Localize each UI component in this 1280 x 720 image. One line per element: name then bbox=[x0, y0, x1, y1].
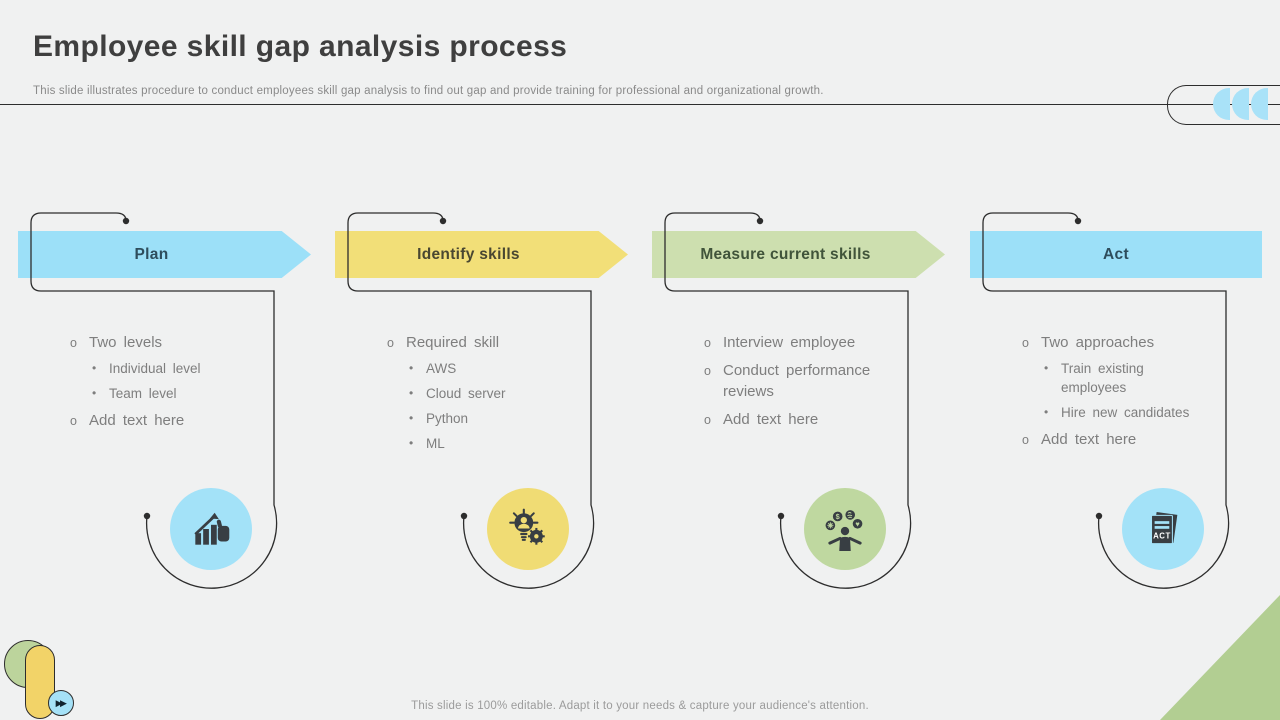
list-item: Add text here bbox=[70, 410, 248, 431]
bullet-icon bbox=[387, 332, 406, 353]
step-bullet-list: Two approaches Train existing employees … bbox=[1022, 332, 1200, 457]
step-icon-badge: $ ♥ bbox=[804, 488, 886, 570]
list-item: Two levels bbox=[70, 332, 248, 353]
list-item: Two approaches bbox=[1022, 332, 1200, 353]
list-item: Conduct performance reviews bbox=[704, 360, 882, 402]
bullet-icon bbox=[1022, 332, 1041, 353]
page-title: Employee skill gap analysis process bbox=[33, 30, 568, 63]
bullet-icon bbox=[70, 332, 89, 353]
list-item: Python bbox=[387, 410, 565, 429]
process-step-act: Act Two approaches Train existing employ… bbox=[970, 0, 1263, 720]
rewind-chevron-icon bbox=[1232, 88, 1249, 120]
bullet-icon bbox=[409, 385, 426, 404]
step-header-arrow: Identify skills bbox=[335, 231, 628, 278]
footer-note: This slide is 100% editable. Adapt it to… bbox=[411, 700, 869, 712]
list-item: Cloud server bbox=[387, 385, 565, 404]
bullet-icon bbox=[704, 332, 723, 353]
bullet-icon bbox=[1022, 429, 1041, 450]
placeholder-text[interactable]: Add text here bbox=[1041, 430, 1137, 448]
list-item: Train existing employees bbox=[1022, 360, 1200, 398]
bullet-icon bbox=[409, 360, 426, 379]
rewind-chevron-icon bbox=[1251, 88, 1268, 120]
bullet-icon bbox=[92, 385, 109, 404]
step-title: Act bbox=[1103, 245, 1129, 263]
placeholder-text[interactable]: Add text here bbox=[89, 411, 185, 429]
rewind-chevron-icon bbox=[1213, 88, 1230, 120]
bullet-icon bbox=[409, 410, 426, 429]
svg-text:♥: ♥ bbox=[855, 520, 859, 529]
list-item: Add text here bbox=[704, 409, 882, 430]
list-item: AWS bbox=[387, 360, 565, 379]
bullet-icon bbox=[1044, 404, 1061, 423]
bullet-icon bbox=[70, 410, 89, 431]
step-header-bar: Act bbox=[970, 231, 1262, 278]
bullet-icon bbox=[704, 360, 723, 402]
step-title: Plan bbox=[134, 245, 169, 263]
list-item: Individual level bbox=[70, 360, 248, 379]
process-step-plan: Plan Two levels Individual level Team le… bbox=[18, 0, 311, 720]
process-step-measure-skills: Measure current skills Interview employe… bbox=[652, 0, 945, 720]
step-header-arrow: Plan bbox=[18, 231, 311, 278]
step-icon-badge bbox=[170, 488, 252, 570]
list-item: Add text here bbox=[1022, 429, 1200, 450]
step-title: Measure current skills bbox=[700, 245, 871, 263]
bullet-icon bbox=[92, 360, 109, 379]
list-item: Hire new candidates bbox=[1022, 404, 1200, 423]
fast-forward-icon: ▶▶ bbox=[48, 690, 74, 716]
list-item: Interview employee bbox=[704, 332, 882, 353]
separator-line bbox=[0, 104, 1280, 105]
process-step-identify-skills: Identify skills Required skill AWS Cloud… bbox=[335, 0, 628, 720]
bullet-icon bbox=[704, 409, 723, 430]
slide-subtitle: This slide illustrates procedure to cond… bbox=[33, 85, 824, 97]
step-icon-badge bbox=[487, 488, 569, 570]
step-title: Identify skills bbox=[417, 245, 520, 263]
placeholder-text[interactable]: Add text here bbox=[723, 411, 819, 428]
bullet-icon bbox=[1044, 360, 1061, 398]
rewind-decoration bbox=[1167, 85, 1280, 125]
list-item: ML bbox=[387, 435, 565, 454]
idea-gear-icon bbox=[509, 508, 545, 545]
step-bullet-list: Interview employee Conduct performance r… bbox=[704, 332, 882, 437]
person-skills-icon: $ ♥ bbox=[825, 510, 863, 551]
svg-text:ACT: ACT bbox=[1153, 531, 1171, 540]
list-item: Required skill bbox=[387, 332, 565, 353]
growth-chart-icon bbox=[194, 512, 230, 545]
step-bullet-list: Two levels Individual level Team level A… bbox=[70, 332, 248, 438]
step-bullet-list: Required skill AWS Cloud server Python M… bbox=[387, 332, 565, 460]
step-icon-badge: ACT bbox=[1122, 488, 1204, 570]
bullet-icon bbox=[409, 435, 426, 454]
svg-text:$: $ bbox=[836, 512, 840, 521]
act-document-icon: ACT bbox=[1150, 511, 1178, 545]
list-item: Team level bbox=[70, 385, 248, 404]
step-header-arrow: Measure current skills bbox=[652, 231, 945, 278]
